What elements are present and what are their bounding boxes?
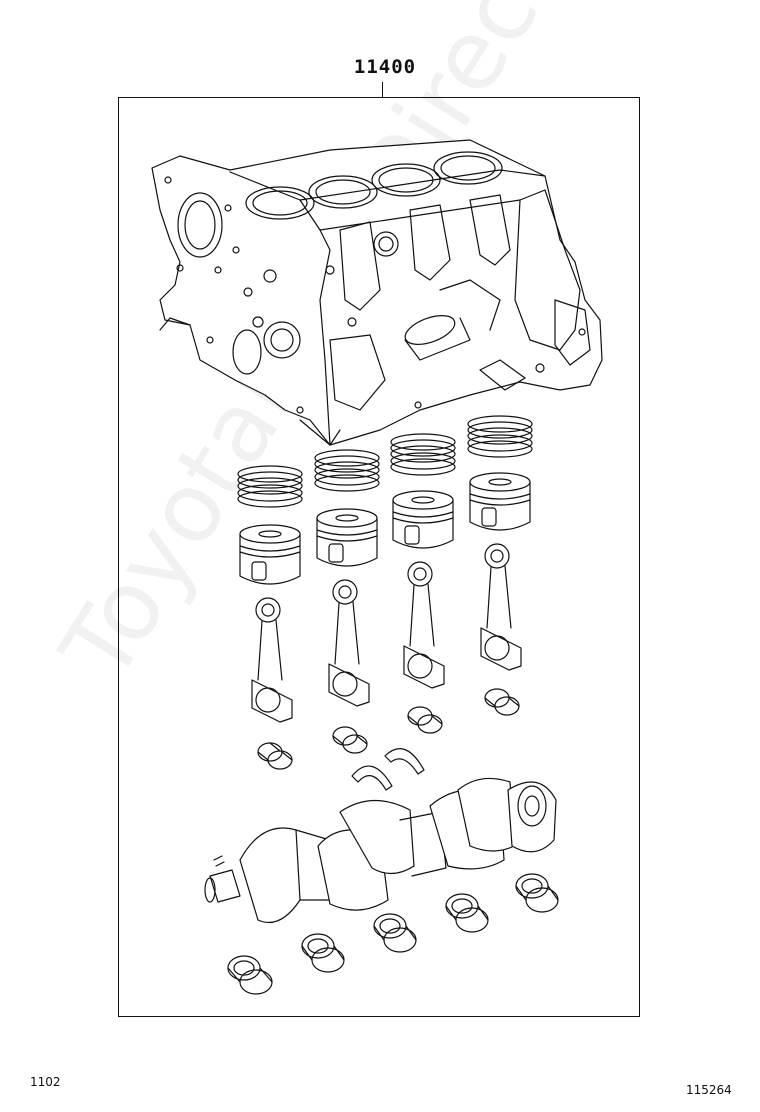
piston-ring-set[interactable] [238, 416, 532, 507]
piston-4[interactable] [470, 473, 530, 530]
piston-ring-set-4[interactable] [468, 416, 532, 457]
main-bearing-1[interactable] [228, 956, 272, 994]
connecting-rod-3[interactable] [404, 562, 444, 688]
piston-2[interactable] [317, 509, 377, 566]
crankshaft[interactable] [205, 778, 556, 922]
piston-ring-set-3[interactable] [391, 434, 455, 475]
cylinder-block[interactable] [152, 140, 602, 445]
piston-3[interactable] [393, 491, 453, 548]
main-bearing-4[interactable] [446, 894, 488, 932]
piston-ring-set-1[interactable] [238, 466, 302, 507]
figure-code: 1102 [30, 1075, 61, 1089]
main-bearing-2[interactable] [302, 934, 344, 972]
assembly-frame [118, 97, 640, 1017]
connecting-rod-2[interactable] [329, 580, 369, 706]
piston-1[interactable] [240, 525, 300, 584]
crankshaft-main-bearing[interactable] [228, 874, 558, 994]
rod-bearing-2[interactable] [333, 727, 367, 753]
rod-bearing-4[interactable] [485, 689, 519, 715]
drawing-code: 115264 [686, 1083, 732, 1097]
connecting-rod-4[interactable] [481, 544, 521, 670]
part-number-label[interactable]: 11400 [353, 56, 417, 78]
rod-bearing-3[interactable] [408, 707, 442, 733]
main-bearing-3[interactable] [374, 914, 416, 952]
part-number-leader-line [382, 82, 383, 97]
piston-ring-set-2[interactable] [315, 450, 379, 491]
main-bearing-5[interactable] [516, 874, 558, 912]
rod-bearing-1[interactable] [258, 743, 292, 769]
thrust-washer[interactable] [352, 749, 424, 790]
connecting-rod-1[interactable] [252, 598, 292, 722]
piston[interactable] [240, 473, 530, 584]
connecting-rod[interactable] [252, 544, 521, 722]
connecting-rod-bearing[interactable] [258, 689, 519, 769]
